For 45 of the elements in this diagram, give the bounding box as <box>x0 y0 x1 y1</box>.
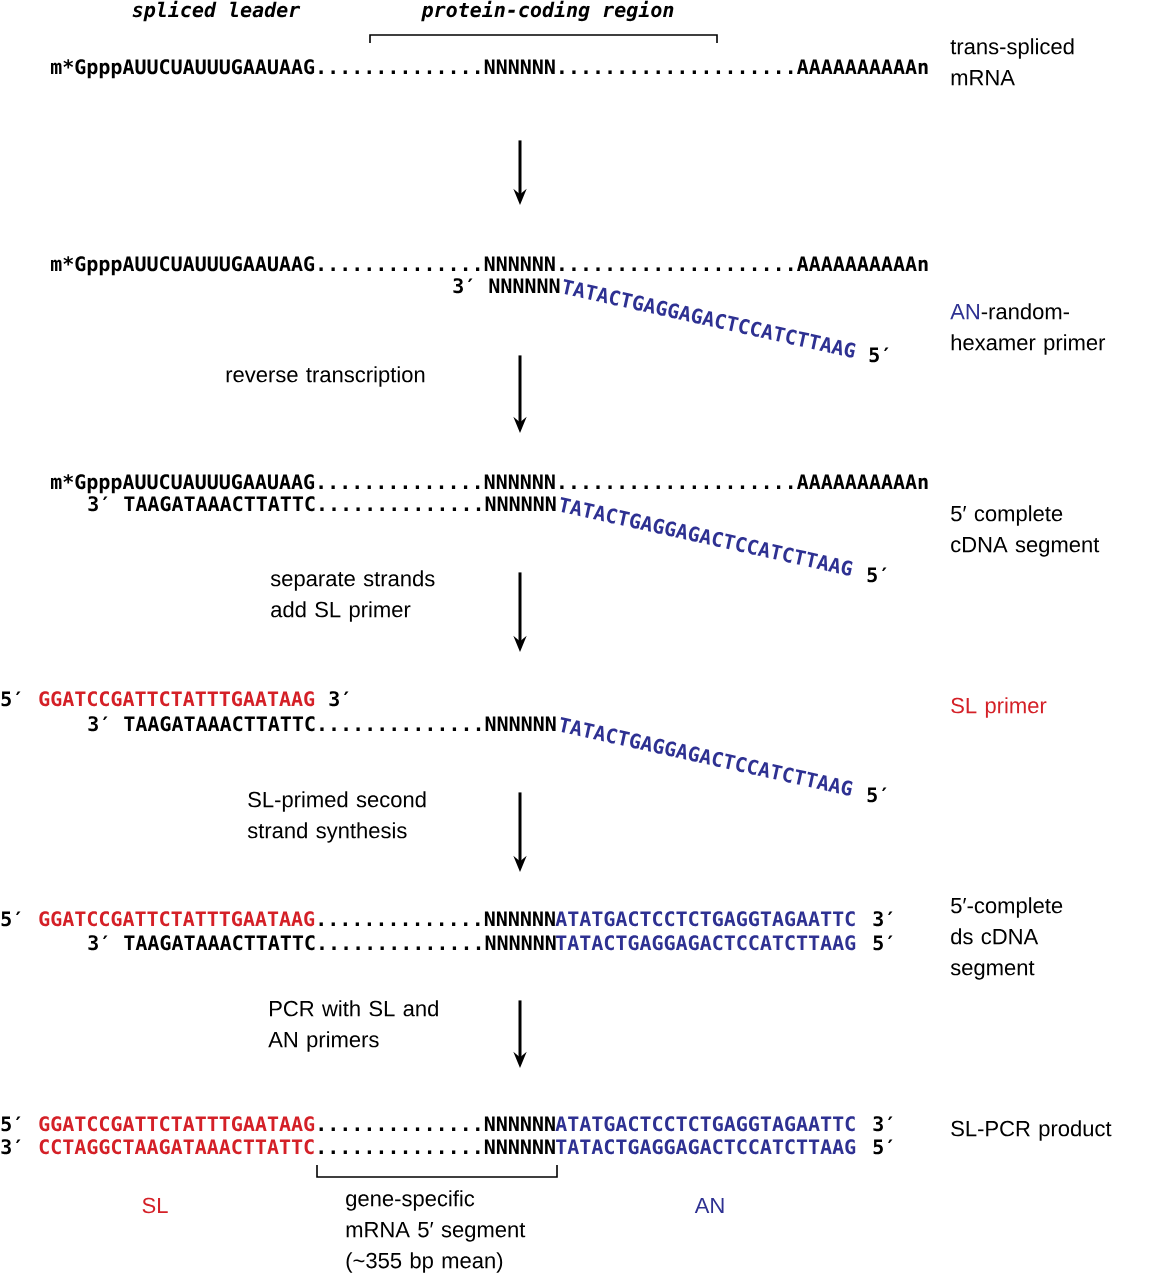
sequence-text: 3′ TAAGATAAACTTATTC..............NNNNNN <box>88 935 556 951</box>
region-label: SL <box>142 1197 168 1214</box>
region-label: gene-specific mRNA 5′ segment (~355 bp mean) <box>346 1190 526 1273</box>
sequence-text: ..............NNNNNN <box>319 911 555 926</box>
sequence-text: m*GpppAUUCUAUUUGAAUAAG..............NNNNNN....................AAAAAAAAAAn <box>51 474 928 494</box>
sequence-text: ..............NNNNNN <box>319 1116 555 1131</box>
sequence-text: 3′ TAAGATAAACTTATTC..............NNNNNN <box>88 496 556 512</box>
region-label: protein-coding region <box>421 0 674 22</box>
sequence-text: ATATGACTCCTCTGAGGTAGAATTC <box>555 911 855 927</box>
region-label: spliced leader <box>132 0 301 22</box>
sequence-text: ATATGACTCCTCTGAGGTAGAATTC <box>555 1116 855 1132</box>
sequence-text: 5′ <box>869 347 889 363</box>
edge-label: PCR with SL and AN primers <box>268 1000 438 1052</box>
sequence-text: TATACTGAGGAGACTCCATCTTAAG <box>556 1139 856 1155</box>
edge-label: SL-primed second strand synthesis <box>247 791 426 843</box>
sequence-text: CCTAGGCTAAGATAAACTTATTC <box>39 1139 314 1155</box>
sequence-text: 5′ <box>1 691 21 707</box>
sequence-text: 3′ <box>329 691 349 707</box>
stage-label: SL primer <box>951 697 1047 718</box>
sequence-text: 5′ <box>867 567 887 583</box>
sequence-text: GGATCCGATTCTATTTGAATAAG <box>39 1116 315 1132</box>
sequence-text: 5′ <box>867 787 887 803</box>
sequence-text: ..............NNNNNN <box>319 1139 555 1154</box>
region-label: AN <box>694 1197 724 1213</box>
sequence-text: 5′ <box>1 911 21 927</box>
edge-label: separate strands add SL primer <box>270 570 435 622</box>
stage-label: AN-random-hexamer primer <box>950 303 1106 355</box>
sequence-text: 3′ NNNNNN <box>453 278 560 294</box>
sequence-text: 3′ <box>873 1116 893 1132</box>
sequence-text: 5′ <box>873 935 893 951</box>
sequence-text: 5′ <box>1 1116 21 1132</box>
sequence-text: 5′ <box>873 1139 893 1155</box>
sequence-text: 3′ TAAGATAAACTTATTC..............NNNNNN <box>88 716 556 732</box>
sequence-text: TATACTGAGGAGACTCCATCTTAAG <box>556 935 856 951</box>
stage-label: 5′-complete ds cDNA segment <box>950 897 1063 980</box>
stage-label: trans-spliced mRNA <box>950 38 1074 86</box>
stage-label: 5′ complete cDNA segment <box>951 505 1100 557</box>
sequence-text: m*GpppAUUCUAUUUGAAUAAG..............NNNNNN....................AAAAAAAAAAn <box>51 256 928 276</box>
sequence-text: m*GpppAUUCUAUUUGAAUAAG..............NNNNNN....................AAAAAAAAAAn <box>51 59 928 79</box>
edge-label: reverse transcription <box>226 366 425 387</box>
sequence-text: GGATCCGATTCTATTTGAATAAG <box>39 691 315 707</box>
sequence-text: GGATCCGATTCTATTTGAATAAG <box>39 911 315 927</box>
stage-label: SL-PCR product <box>951 1120 1112 1141</box>
sequence-text: 3′ <box>1 1139 21 1155</box>
sequence-text: 3′ <box>873 911 893 927</box>
